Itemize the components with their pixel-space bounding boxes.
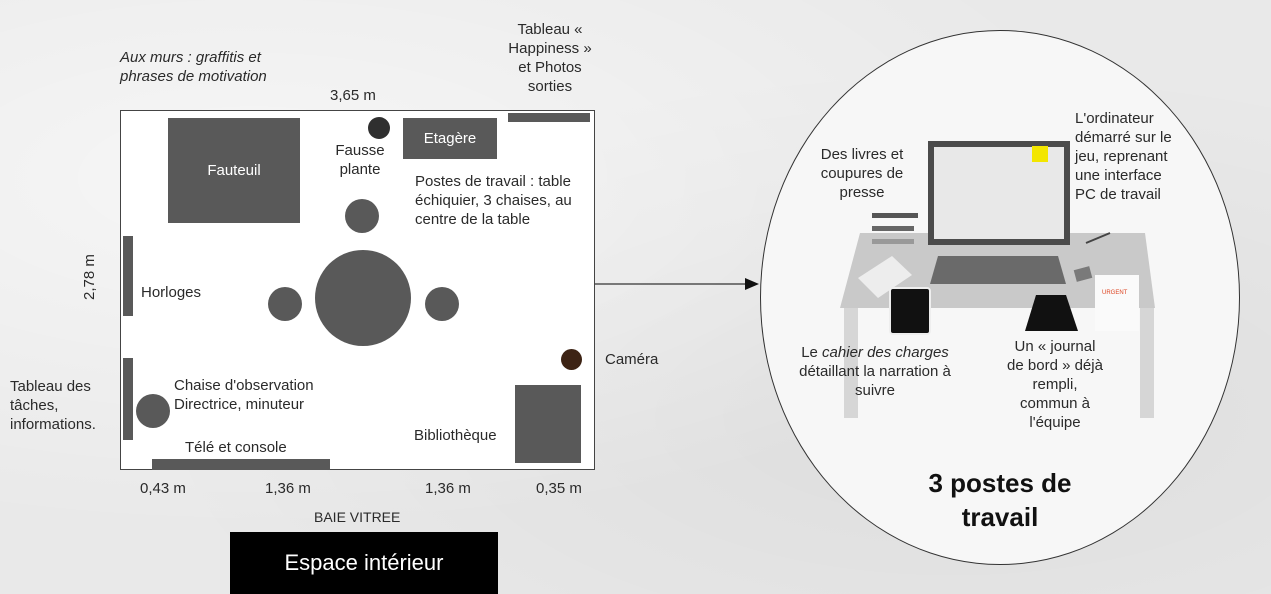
fauteuil-label: Fauteuil bbox=[207, 162, 261, 179]
bibliotheque-label: Bibliothèque bbox=[414, 427, 497, 444]
journal-label: Un « journal de bord » déjà rempli, comm… bbox=[1007, 338, 1103, 431]
zoom-title: 3 postes de travail bbox=[928, 468, 1072, 532]
dim-bottom-2: 1,36 m bbox=[265, 480, 311, 497]
ordinateur-label: L'ordinateur démarré sur le jeu, reprena… bbox=[1075, 110, 1172, 203]
tele-label: Télé et console bbox=[185, 439, 287, 456]
fausse-plante-label: Fausse plante bbox=[335, 142, 385, 178]
tableau-taches-label: Tableau des tâches, informations. bbox=[10, 378, 96, 433]
fauteuil: Fauteuil bbox=[168, 118, 300, 223]
dim-left: 2,78 m bbox=[81, 254, 98, 300]
tableau-happiness-label: Tableau « Happiness » et Photos sorties bbox=[508, 21, 592, 95]
horloges-wall bbox=[123, 236, 133, 316]
urgent-text: URGENT bbox=[1102, 290, 1128, 296]
horloges-label: Horloges bbox=[141, 284, 202, 301]
cahier-post: détaillant la narration à suivre bbox=[799, 363, 951, 399]
baie-vitree: BAIE VITREE bbox=[314, 509, 401, 525]
chaise-obs-label: Chaise d'observation Directrice, minuteu… bbox=[174, 377, 314, 413]
happiness-board bbox=[508, 113, 590, 122]
etagere-label: Etagère bbox=[423, 130, 477, 147]
tableau-taches-wall bbox=[123, 358, 133, 440]
center-table bbox=[315, 250, 411, 346]
cahier-label: Le cahier des charges détaillant la narr… bbox=[790, 343, 960, 400]
dim-bottom-1: 0,43 m bbox=[140, 480, 186, 497]
livres-label: Des livres et coupures de presse bbox=[820, 146, 904, 201]
cahier-em: cahier des charges bbox=[822, 344, 949, 361]
dim-bottom-3: 1,36 m bbox=[425, 480, 471, 497]
chaise-observation bbox=[136, 394, 170, 428]
tele-console bbox=[152, 459, 330, 470]
etagere: Etagère bbox=[403, 118, 497, 159]
camera-marker bbox=[561, 349, 582, 370]
bibliotheque bbox=[515, 385, 581, 463]
dim-top: 3,65 m bbox=[330, 87, 376, 104]
postes-label: Postes de travail : table échiquier, 3 c… bbox=[415, 173, 572, 228]
cahier-pre: Le bbox=[801, 344, 823, 361]
desk-illustration: URGENT bbox=[840, 141, 1155, 418]
plant-marker bbox=[368, 117, 390, 139]
chair-top bbox=[345, 199, 379, 233]
arrow-connector bbox=[595, 278, 759, 290]
dim-bottom-4: 0,35 m bbox=[536, 480, 582, 497]
chair-left bbox=[268, 287, 302, 321]
espace-interieur-title: Espace intérieur bbox=[230, 532, 498, 594]
camera-label: Caméra bbox=[605, 351, 659, 368]
chair-right bbox=[425, 287, 459, 321]
walls-note: Aux murs : graffitis et phrases de motiv… bbox=[120, 49, 267, 85]
